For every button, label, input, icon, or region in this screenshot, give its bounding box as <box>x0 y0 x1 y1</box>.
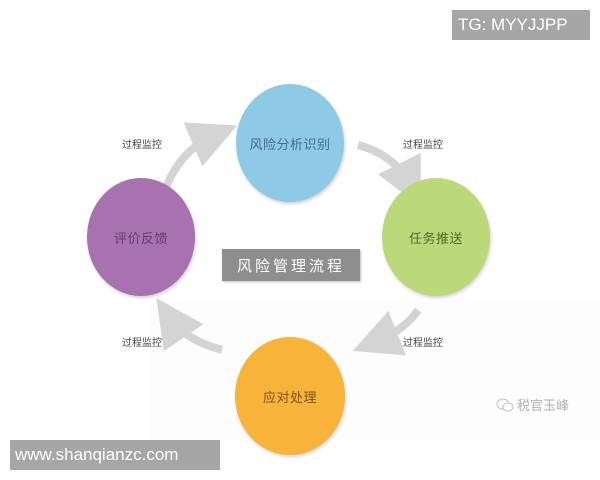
edge-label-bottom-left: 过程监控 <box>122 338 162 349</box>
arrow-left-to-top <box>161 122 238 192</box>
node-evaluation-feedback: 评价反馈 <box>87 178 195 296</box>
arrow-right-to-bottom <box>352 307 422 356</box>
wechat-account-name: 税官玉峰 <box>517 399 570 414</box>
wechat-icon <box>496 398 514 411</box>
arrow-bottom-to-left <box>156 298 224 354</box>
node-label: 任务推送 <box>408 231 463 247</box>
node-task-push: 任务推送 <box>382 178 490 296</box>
node-response-handling: 应对处理 <box>235 337 345 455</box>
edge-label-top-right: 过程监控 <box>403 140 443 151</box>
node-label: 应对处理 <box>262 390 317 406</box>
edge-label-left-top: 过程监控 <box>122 140 162 151</box>
diagram-title: 风险管理流程 <box>222 249 360 281</box>
arrow-top-to-right <box>356 141 421 207</box>
edge-label-right-bottom: 过程监控 <box>403 338 443 349</box>
tg-watermark: TG: MYYJJPP <box>452 10 590 40</box>
url-watermark: www.shanqianzc.com <box>10 440 220 470</box>
node-label: 风险分析识别 <box>249 137 331 153</box>
wechat-watermark: 税官玉峰 <box>496 395 569 414</box>
node-label: 评价反馈 <box>113 231 168 247</box>
node-risk-identification: 风险分析识别 <box>236 84 344 202</box>
